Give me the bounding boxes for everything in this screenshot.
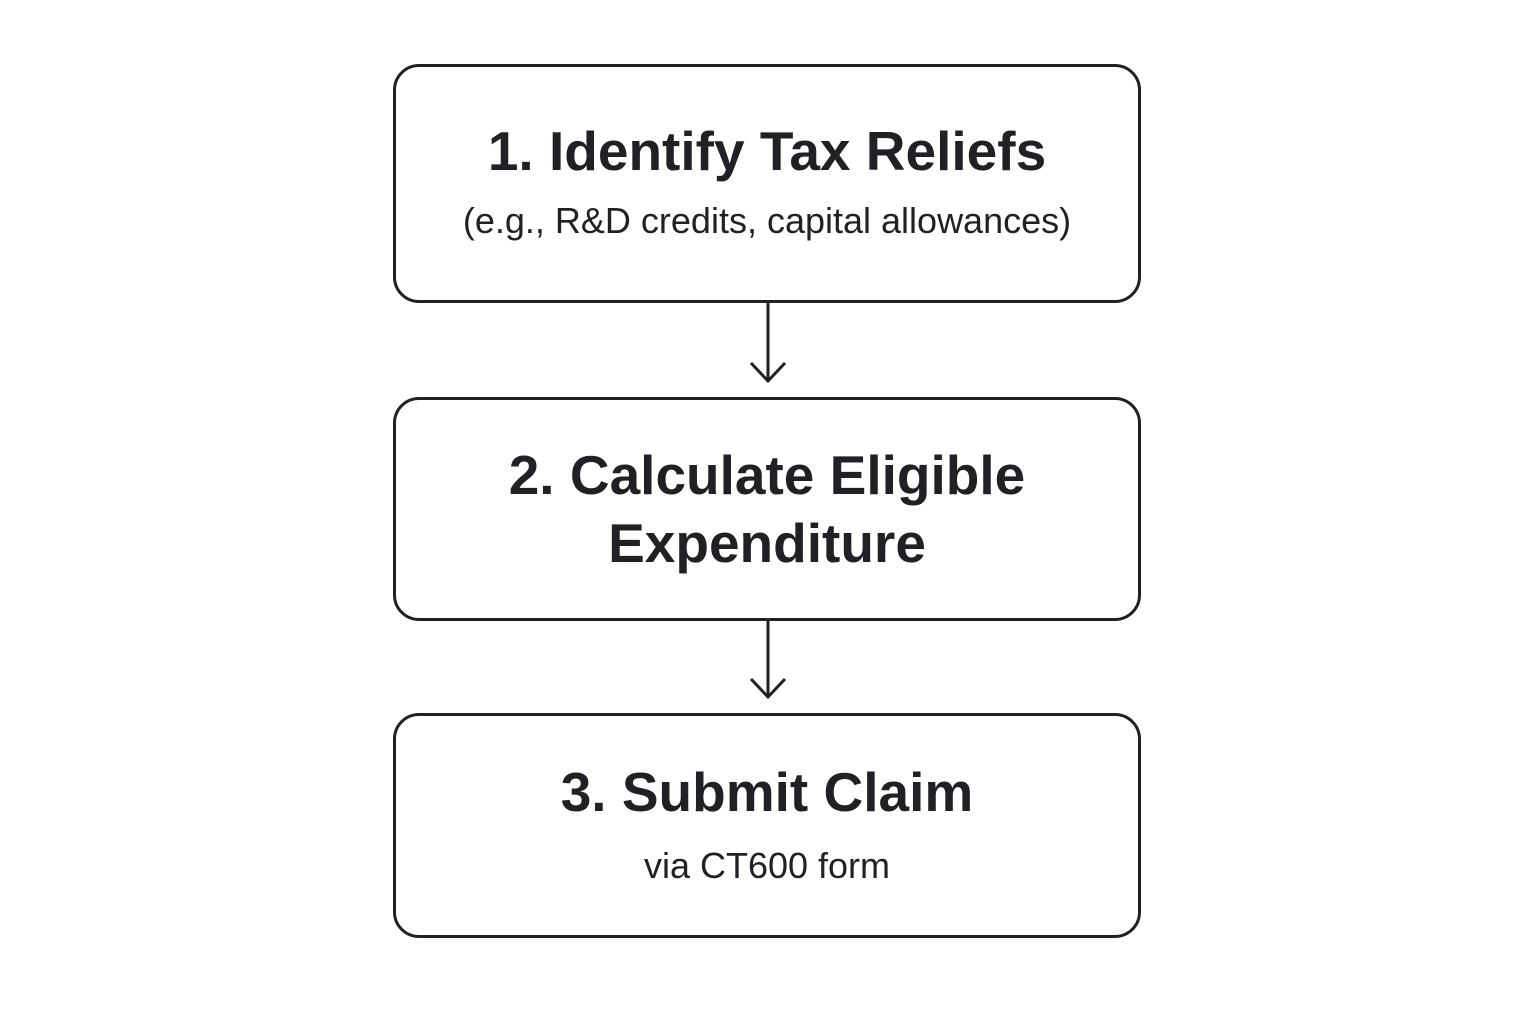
step-1-subtitle: (e.g., R&D credits, capital allowances): [462, 199, 1072, 241]
step-3-subtitle: via CT600 form: [643, 844, 891, 886]
arrow-down-icon: [749, 621, 787, 700]
step-2-title-line-1: 2. Calculate Eligible: [508, 444, 1026, 506]
step-2-box: 2. Calculate Eligible Expenditure: [393, 397, 1141, 621]
step-3-title: 3. Submit Claim: [560, 760, 974, 823]
step-3-box: 3. Submit Claim via CT600 form: [393, 713, 1141, 938]
arrow-down-icon: [749, 303, 787, 384]
step-1-title: 1. Identify Tax Reliefs: [487, 119, 1047, 182]
step-1-box: 1. Identify Tax Reliefs (e.g., R&D credi…: [393, 64, 1141, 303]
step-2-title-line-2: Expenditure: [608, 512, 926, 574]
